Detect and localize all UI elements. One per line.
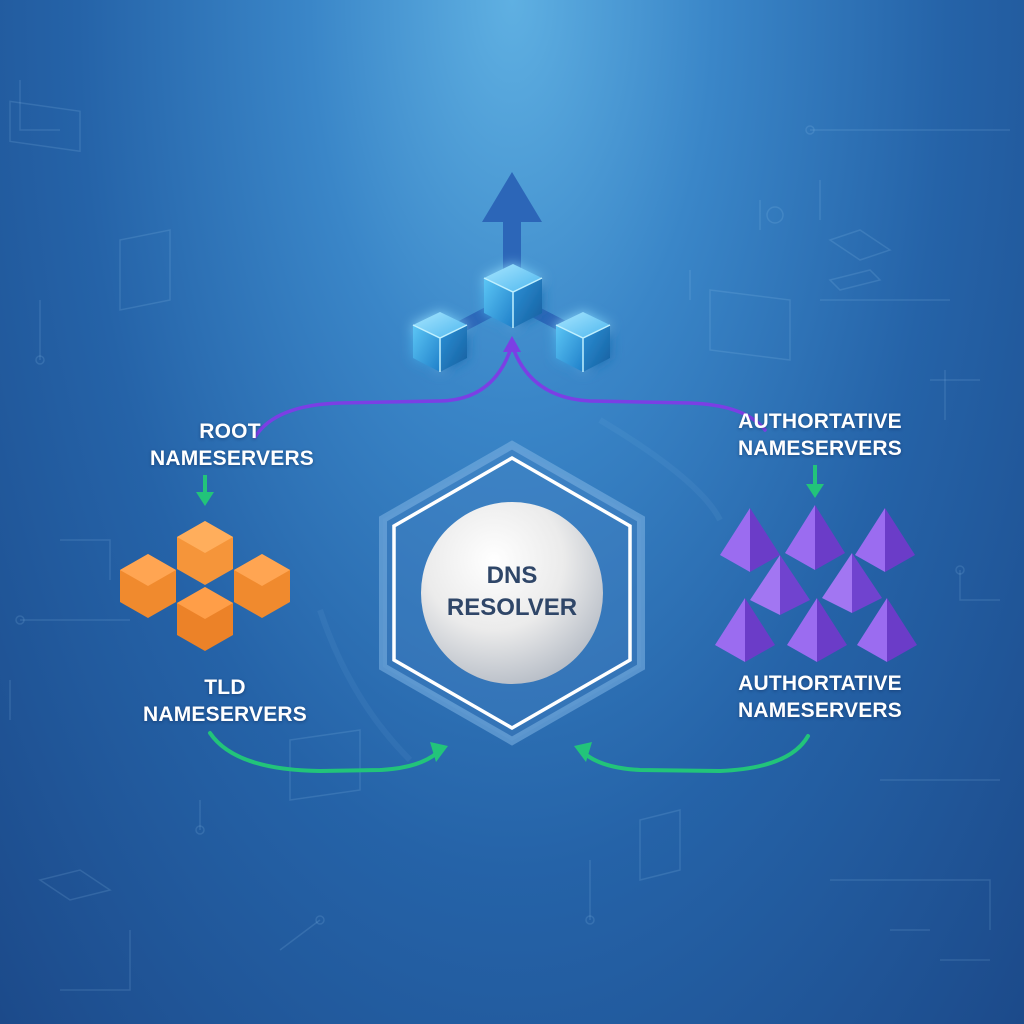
purple-arrowhead [503,336,521,352]
purple-connector-lines [253,343,767,439]
orange-hexagon [177,521,233,585]
purple-pyramid [785,505,845,570]
cube-center-icon [483,264,543,328]
authoritative-nameservers-label-bottom: AUTHORTATIVE NAMESERVERS [737,672,903,722]
green-connector-lines [208,731,810,774]
green-arrowhead-right [574,742,592,762]
orange-hexagon [234,554,290,618]
orange-hexagon-cluster-icon [120,521,290,651]
purple-pyramid [715,598,775,662]
orange-hexagon [177,587,233,651]
root-nameservers-label: ROOT NAMESERVERS [150,420,315,470]
purple-pyramid [857,598,917,662]
purple-pyramid [750,555,810,615]
purple-pyramid [720,508,780,572]
cube-left-icon [412,312,468,372]
orange-hexagon [120,554,176,618]
purple-pyramid-cluster-icon [715,505,917,662]
tld-nameservers-label: TLD NAMESERVERS [142,676,308,726]
purple-pyramid [822,553,882,613]
green-arrowhead-left [430,742,448,762]
authoritative-nameservers-label-top: AUTHORTATIVE NAMESERVERS [737,410,903,460]
dns-resolver-label: DNS RESOLVER [446,562,578,621]
cube-right-icon [555,312,611,372]
up-arrow-icon [482,172,542,280]
resolver-sphere-icon [421,502,603,684]
down-arrow-icon [196,475,214,506]
purple-pyramid [787,598,847,662]
purple-pyramid [855,508,915,572]
down-arrow-icon-authoritative [806,465,824,498]
